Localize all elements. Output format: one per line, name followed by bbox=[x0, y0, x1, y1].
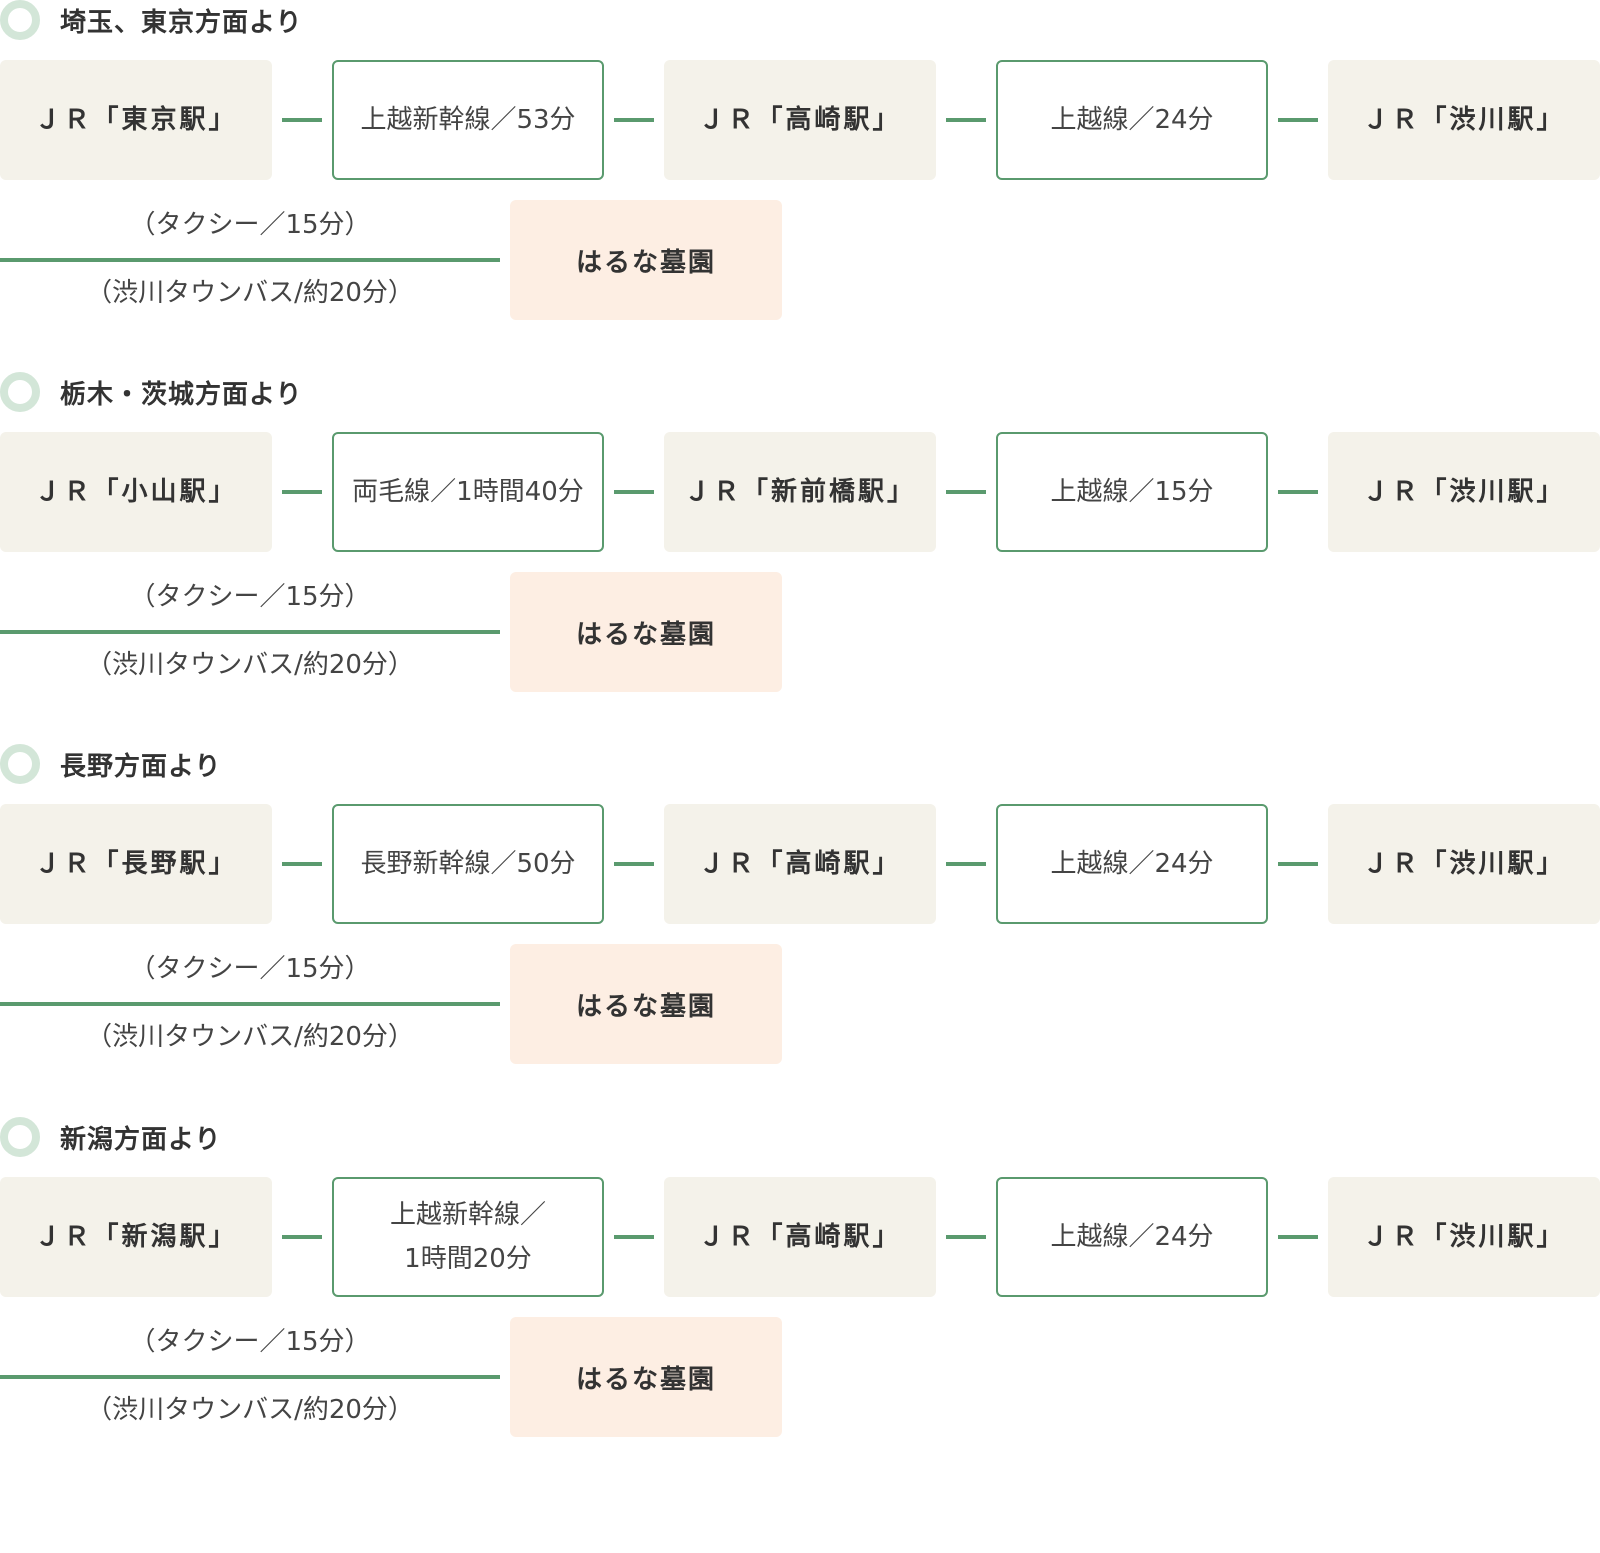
section-title: 新潟方面より bbox=[60, 1124, 222, 1155]
taxi-access-label: （タクシー／15分） bbox=[129, 1327, 371, 1357]
station-box: ＪＲ「渋川駅」 bbox=[1328, 60, 1600, 180]
route-connector bbox=[946, 862, 986, 866]
train-line-box: 長野新幹線／50分 bbox=[332, 804, 604, 924]
station-box: ＪＲ「高崎駅」 bbox=[664, 1177, 936, 1297]
station-box: ＪＲ「高崎駅」 bbox=[664, 60, 936, 180]
destination-box: はるな墓園 bbox=[510, 572, 782, 692]
circle-bullet-icon bbox=[0, 1117, 40, 1157]
route-row: ＪＲ「長野駅」長野新幹線／50分 ＪＲ「高崎駅」上越線／24分 ＪＲ「渋川駅」 bbox=[0, 804, 1600, 924]
route-connector bbox=[1278, 118, 1318, 122]
destination-box: はるな墓園 bbox=[510, 200, 782, 320]
train-line-box: 上越線／15分 bbox=[996, 432, 1268, 552]
section-header: 新潟方面より bbox=[0, 1117, 221, 1157]
destination-box: はるな墓園 bbox=[510, 1317, 782, 1437]
route-row: ＪＲ「新潟駅」上越新幹線／1時間20分 ＪＲ「高崎駅」上越線／24分 ＪＲ「渋川駅」 bbox=[0, 1177, 1600, 1297]
destination-box: はるな墓園 bbox=[510, 944, 782, 1064]
train-line-box: 上越線／24分 bbox=[996, 60, 1268, 180]
train-line-box: 上越線／24分 bbox=[996, 1177, 1268, 1297]
station-box: ＪＲ「小山駅」 bbox=[0, 432, 272, 552]
bus-access-label: （渋川タウンバス/約20分） bbox=[86, 1022, 414, 1052]
route-connector bbox=[1278, 1235, 1318, 1239]
taxi-access-label: （タクシー／15分） bbox=[129, 210, 371, 240]
final-access-row: （タクシー／15分） （渋川タウンバス/約20分） はるな墓園 bbox=[0, 200, 1600, 320]
section-title: 栃木・茨城方面より bbox=[60, 379, 303, 410]
section-header: 埼玉、東京方面より bbox=[0, 0, 302, 40]
station-box: ＪＲ「渋川駅」 bbox=[1328, 432, 1600, 552]
route-connector bbox=[282, 862, 322, 866]
route-section: 栃木・茨城方面より ＪＲ「小山駅」両毛線／1時間40分 ＪＲ「新前橋駅」上越線／15… bbox=[0, 372, 1600, 808]
section-header: 栃木・茨城方面より bbox=[0, 372, 302, 412]
station-box: ＪＲ「東京駅」 bbox=[0, 60, 272, 180]
section-title: 埼玉、東京方面より bbox=[60, 7, 303, 38]
access-connector-line bbox=[0, 1375, 500, 1379]
route-connector bbox=[282, 490, 322, 494]
train-line-box: 両毛線／1時間40分 bbox=[332, 432, 604, 552]
route-connector bbox=[614, 1235, 654, 1239]
station-box: ＪＲ「新前橋駅」 bbox=[664, 432, 936, 552]
station-box: ＪＲ「渋川駅」 bbox=[1328, 1177, 1600, 1297]
route-connector bbox=[946, 118, 986, 122]
route-row: ＪＲ「小山駅」両毛線／1時間40分 ＪＲ「新前橋駅」上越線／15分 ＪＲ「渋川駅」 bbox=[0, 432, 1600, 552]
route-connector bbox=[946, 490, 986, 494]
route-connector bbox=[946, 1235, 986, 1239]
circle-bullet-icon bbox=[0, 0, 40, 40]
route-connector bbox=[614, 118, 654, 122]
final-access-row: （タクシー／15分） （渋川タウンバス/約20分） はるな墓園 bbox=[0, 572, 1600, 692]
taxi-access-label: （タクシー／15分） bbox=[129, 582, 371, 612]
train-line-box: 上越新幹線／1時間20分 bbox=[332, 1177, 604, 1297]
train-line-box: 上越線／24分 bbox=[996, 804, 1268, 924]
route-row: ＪＲ「東京駅」上越新幹線／53分 ＪＲ「高崎駅」上越線／24分 ＪＲ「渋川駅」 bbox=[0, 60, 1600, 180]
route-section: 長野方面より ＪＲ「長野駅」長野新幹線／50分 ＪＲ「高崎駅」上越線／24分 ＪＲ「渋… bbox=[0, 744, 1600, 1180]
taxi-access-label: （タクシー／15分） bbox=[129, 954, 371, 984]
final-access-row: （タクシー／15分） （渋川タウンバス/約20分） はるな墓園 bbox=[0, 1317, 1600, 1437]
access-page: { "sections": [ { "title": "埼玉、東京方面より", … bbox=[0, 0, 1600, 1437]
circle-bullet-icon bbox=[0, 744, 40, 784]
circle-bullet-icon bbox=[0, 372, 40, 412]
bus-access-label: （渋川タウンバス/約20分） bbox=[86, 278, 414, 308]
route-connector bbox=[282, 1235, 322, 1239]
bus-access-label: （渋川タウンバス/約20分） bbox=[86, 650, 414, 680]
section-title: 長野方面より bbox=[60, 751, 222, 782]
section-header: 長野方面より bbox=[0, 744, 221, 784]
route-connector bbox=[614, 490, 654, 494]
final-access-row: （タクシー／15分） （渋川タウンバス/約20分） はるな墓園 bbox=[0, 944, 1600, 1064]
route-connector bbox=[614, 862, 654, 866]
station-box: ＪＲ「高崎駅」 bbox=[664, 804, 936, 924]
train-line-box: 上越新幹線／53分 bbox=[332, 60, 604, 180]
route-connector bbox=[282, 118, 322, 122]
station-box: ＪＲ「渋川駅」 bbox=[1328, 804, 1600, 924]
bus-access-label: （渋川タウンバス/約20分） bbox=[86, 1395, 414, 1425]
route-connector bbox=[1278, 862, 1318, 866]
access-connector-line bbox=[0, 630, 500, 634]
station-box: ＪＲ「新潟駅」 bbox=[0, 1177, 272, 1297]
station-box: ＪＲ「長野駅」 bbox=[0, 804, 272, 924]
route-connector bbox=[1278, 490, 1318, 494]
access-connector-line bbox=[0, 258, 500, 262]
access-connector-line bbox=[0, 1002, 500, 1006]
